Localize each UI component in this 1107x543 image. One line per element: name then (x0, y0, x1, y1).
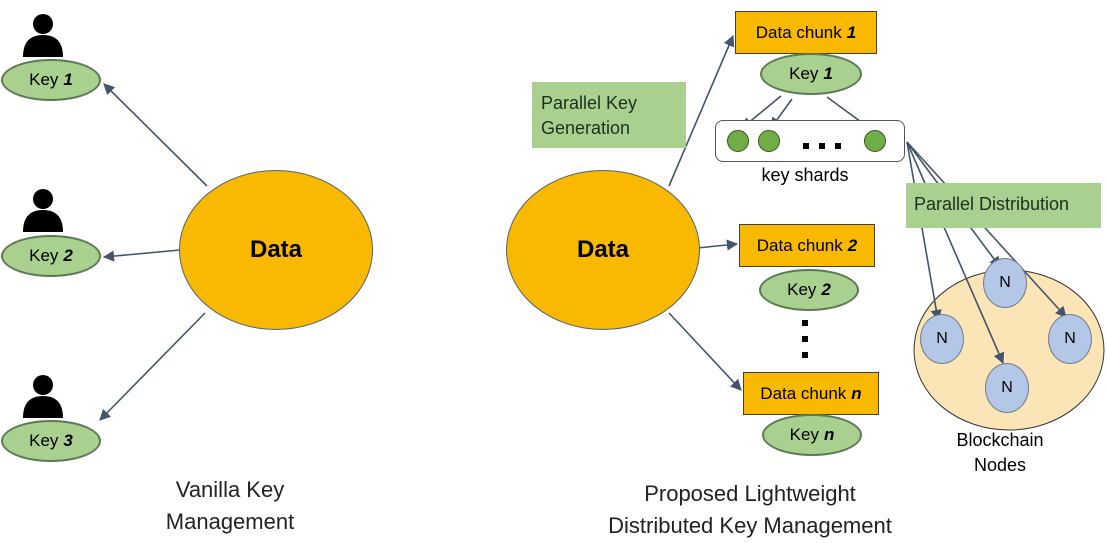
key-shards-label: key shards (761, 165, 849, 185)
chunk-label: Data chunk (760, 383, 847, 403)
blockchain-nodes-label: Blockchain Nodes (935, 428, 1065, 478)
arrow-data-to-chunk1 (668, 34, 735, 187)
node-label: N (936, 330, 948, 347)
chunk-number: 2 (847, 235, 858, 255)
key-shard (758, 130, 780, 152)
ellipsis-dot (819, 143, 825, 149)
label-line: Nodes (973, 455, 1027, 475)
user-icon (23, 14, 63, 57)
key-shard (727, 130, 749, 152)
user-icon (23, 375, 63, 418)
key-label: Key (29, 431, 59, 450)
chunk-number: n (851, 383, 862, 403)
key-label: Key (789, 425, 819, 444)
arrow-data-to-key2 (102, 249, 181, 262)
key-shard (864, 130, 886, 152)
blockchain-node: N (1048, 314, 1092, 364)
parallel-distribution-box: Parallel Distribution (906, 183, 1101, 228)
box-line: Parallel Key (541, 93, 638, 113)
ellipsis-dot (803, 143, 809, 149)
box-label: Parallel Distribution (914, 194, 1070, 214)
caption-line: Management (165, 509, 295, 534)
parallel-key-generation-box: Parallel Key Generation (532, 82, 686, 148)
node-label: N (999, 274, 1011, 291)
key-number: 1 (823, 64, 833, 83)
key-number: n (823, 425, 835, 444)
arrow-shards-to-node-bottom (906, 141, 1005, 365)
caption-line: Proposed Lightweight (644, 481, 856, 506)
key-label: Key (789, 64, 819, 83)
blockchain-node: N (983, 258, 1027, 308)
key-label: Key (29, 70, 59, 89)
key-number: 1 (63, 70, 73, 89)
box-line: Generation (541, 118, 631, 138)
arrow-data-to-key3 (99, 312, 206, 421)
data-ellipse-right: Data (506, 170, 700, 330)
node-label: N (1001, 379, 1013, 396)
caption-line: Distributed Key Management (608, 513, 892, 538)
arrow-data-to-chunk2 (696, 239, 739, 251)
data-label: Data (249, 236, 303, 263)
label-line: Blockchain (956, 430, 1044, 450)
caption-vanilla: Vanilla Key Management (130, 474, 330, 538)
key-number: 3 (63, 431, 73, 450)
arrow-data-to-key1 (103, 83, 208, 187)
ellipsis-dot (802, 336, 808, 342)
ellipsis-dot (802, 352, 808, 358)
arrow-data-to-chunkn (668, 312, 742, 391)
caption-proposed: Proposed Lightweight Distributed Key Man… (540, 478, 960, 542)
arrow-shards-to-node-right (906, 141, 1067, 318)
user-icon (23, 189, 63, 232)
arrow-shards-to-node-left (906, 141, 942, 322)
blockchain-node: N (920, 314, 964, 364)
chunk-label: Data chunk (755, 22, 842, 42)
ellipsis-dot (835, 143, 841, 149)
data-ellipse-left: Data (179, 170, 373, 330)
blockchain-node: N (985, 363, 1029, 413)
chunk-number: 1 (846, 22, 857, 42)
key-label: Key (787, 280, 817, 299)
key-number: 2 (63, 246, 73, 265)
caption-line: Vanilla Key (175, 477, 285, 502)
ellipsis-dot (802, 320, 808, 326)
key-number: 2 (821, 280, 831, 299)
node-label: N (1064, 330, 1076, 347)
key-label: Key (29, 246, 59, 265)
data-label: Data (576, 236, 630, 263)
chunk-label: Data chunk (756, 235, 843, 255)
